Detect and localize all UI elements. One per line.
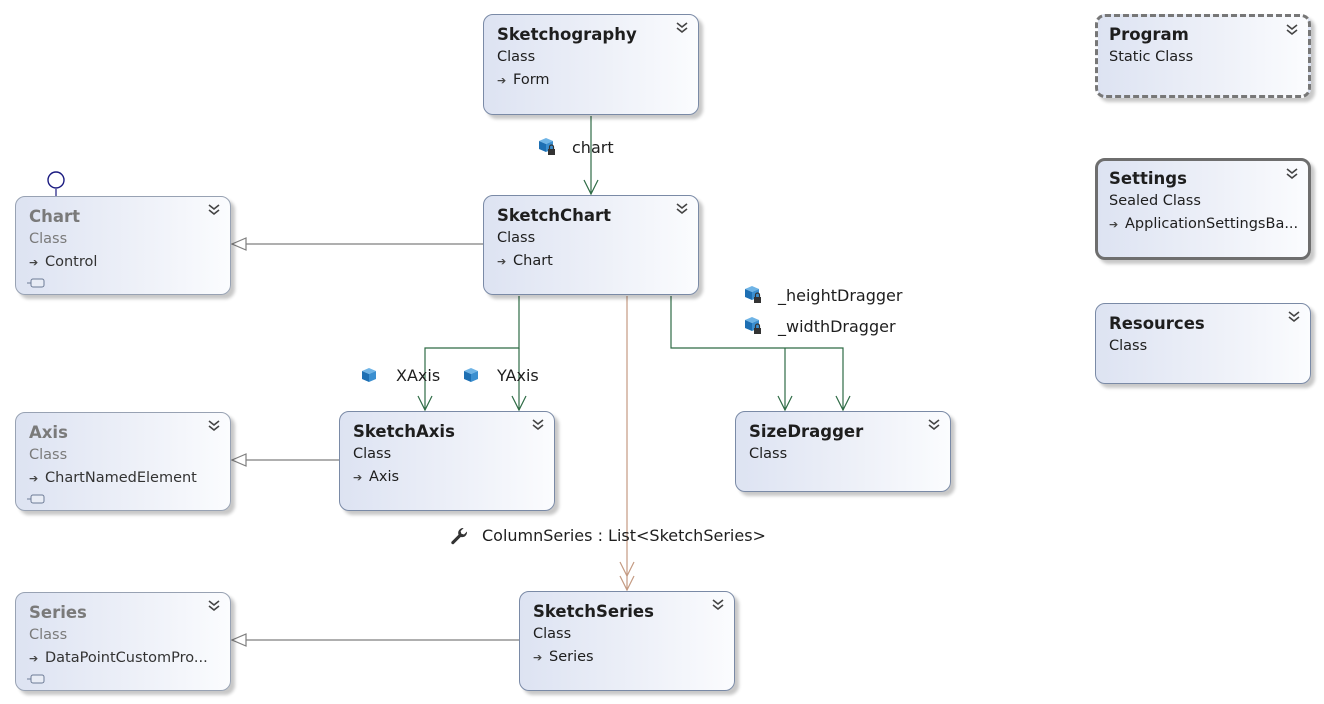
inherit-arrow-icon: ➔ [1109, 218, 1119, 231]
class-shape-chart[interactable]: Chart Class ➔ Control [15, 196, 231, 295]
base-type-name: Control [45, 254, 98, 270]
inherit-arrow-icon: ➔ [353, 471, 363, 484]
base-type-name: Axis [369, 469, 400, 485]
base-type-row: ➔ Form [497, 68, 698, 93]
base-type-name: DataPointCustomPro... [45, 650, 208, 666]
association-label-width-dragger[interactable]: _widthDragger [778, 317, 896, 336]
inheritance-sketchchart-chart[interactable] [230, 237, 484, 251]
inherit-arrow-icon: ➔ [497, 255, 507, 268]
base-type-row: ➔ ApplicationSettingsBa... [1109, 212, 1308, 237]
inherit-arrow-icon: ➔ [497, 74, 507, 87]
double-chevron-down-icon[interactable] [675, 202, 689, 217]
class-stereotype: Class [1109, 338, 1148, 354]
interface-lollipop [47, 171, 65, 197]
class-shape-settings[interactable]: Settings Sealed Class ➔ ApplicationSettin… [1095, 158, 1311, 260]
class-name: SketchSeries [533, 602, 654, 621]
control-icon [27, 494, 45, 504]
class-stereotype: Class [29, 447, 68, 463]
double-chevron-down-icon[interactable] [1285, 23, 1299, 38]
class-stereotype: Class [497, 230, 536, 246]
association-draggers[interactable] [670, 296, 851, 412]
association-label-height-dragger[interactable]: _heightDragger [778, 286, 903, 305]
class-name: Axis [29, 423, 68, 442]
control-icon [27, 278, 45, 288]
double-chevron-down-icon[interactable] [1285, 167, 1299, 182]
double-chevron-down-icon[interactable] [207, 419, 221, 434]
double-chevron-down-icon[interactable] [207, 203, 221, 218]
wrench-icon [451, 528, 468, 545]
class-name: SketchChart [497, 206, 612, 225]
class-name: Series [29, 603, 87, 622]
field-lock-icon [745, 286, 761, 303]
double-chevron-down-icon[interactable] [207, 599, 221, 614]
class-stereotype: Sealed Class [1109, 193, 1201, 209]
inherit-arrow-icon: ➔ [29, 472, 39, 485]
association-chart[interactable] [583, 116, 599, 196]
class-stereotype: Class [29, 231, 68, 247]
class-shape-series[interactable]: Series Class ➔ DataPointCustomPro... [15, 592, 231, 691]
class-stereotype: Class [29, 627, 68, 643]
class-shape-program[interactable]: Program Static Class [1095, 14, 1311, 98]
base-type-row: ➔ ChartNamedElement [29, 466, 230, 491]
base-type-row: ➔ Chart [497, 249, 698, 274]
base-type-name: Chart [513, 253, 553, 269]
class-name: Sketchography [497, 25, 637, 44]
double-chevron-down-icon[interactable] [711, 598, 725, 613]
double-chevron-down-icon[interactable] [1287, 310, 1301, 325]
class-stereotype: Class [353, 446, 392, 462]
association-label-column-series[interactable]: ColumnSeries : List<SketchSeries> [482, 526, 766, 545]
control-icon [27, 674, 45, 684]
class-shape-sizedragger[interactable]: SizeDragger Class [735, 411, 951, 492]
base-type-name: ChartNamedElement [45, 470, 197, 486]
inherit-arrow-icon: ➔ [533, 651, 543, 664]
double-chevron-down-icon[interactable] [675, 21, 689, 36]
inherit-arrow-icon: ➔ [29, 652, 39, 665]
field-icon [464, 368, 478, 382]
association-label-xaxis[interactable]: XAxis [396, 366, 441, 385]
class-shape-sketchaxis[interactable]: SketchAxis Class ➔ Axis [339, 411, 555, 511]
inheritance-sketchseries-series[interactable] [230, 633, 520, 647]
class-stereotype: Class [533, 626, 572, 642]
double-chevron-down-icon[interactable] [531, 418, 545, 433]
class-stereotype: Class [749, 446, 788, 462]
base-type-name: Form [513, 72, 550, 88]
base-type-name: Series [549, 649, 594, 665]
base-type-name: ApplicationSettingsBa... [1125, 216, 1299, 232]
class-name: SketchAxis [353, 422, 455, 441]
field-lock-icon [745, 317, 761, 334]
class-name: Settings [1109, 169, 1187, 188]
base-type-row: ➔ Axis [353, 465, 554, 490]
class-shape-axis[interactable]: Axis Class ➔ ChartNamedElement [15, 412, 231, 511]
association-axes[interactable] [417, 296, 527, 412]
class-stereotype: Static Class [1109, 49, 1194, 65]
inherit-arrow-icon: ➔ [29, 256, 39, 269]
class-shape-sketchseries[interactable]: SketchSeries Class ➔ Series [519, 591, 735, 691]
inheritance-sketchaxis-axis[interactable] [230, 453, 340, 467]
field-lock-icon [539, 138, 555, 155]
association-column-series[interactable] [619, 296, 635, 592]
field-icon [362, 368, 376, 382]
association-label-chart[interactable]: chart [572, 138, 614, 157]
class-shape-sketchography[interactable]: Sketchography Class ➔ Form [483, 14, 699, 115]
class-shape-sketchchart[interactable]: SketchChart Class ➔ Chart [483, 195, 699, 295]
class-name: Chart [29, 207, 81, 226]
double-chevron-down-icon[interactable] [927, 418, 941, 433]
class-name: Resources [1109, 314, 1205, 333]
base-type-row: ➔ Control [29, 250, 230, 275]
class-name: SizeDragger [749, 422, 864, 441]
class-shape-resources[interactable]: Resources Class [1095, 303, 1311, 384]
class-stereotype: Class [497, 49, 536, 65]
association-label-yaxis[interactable]: YAxis [497, 366, 539, 385]
base-type-row: ➔ DataPointCustomPro... [29, 646, 230, 671]
class-name: Program [1109, 25, 1189, 44]
base-type-row: ➔ Series [533, 645, 734, 670]
